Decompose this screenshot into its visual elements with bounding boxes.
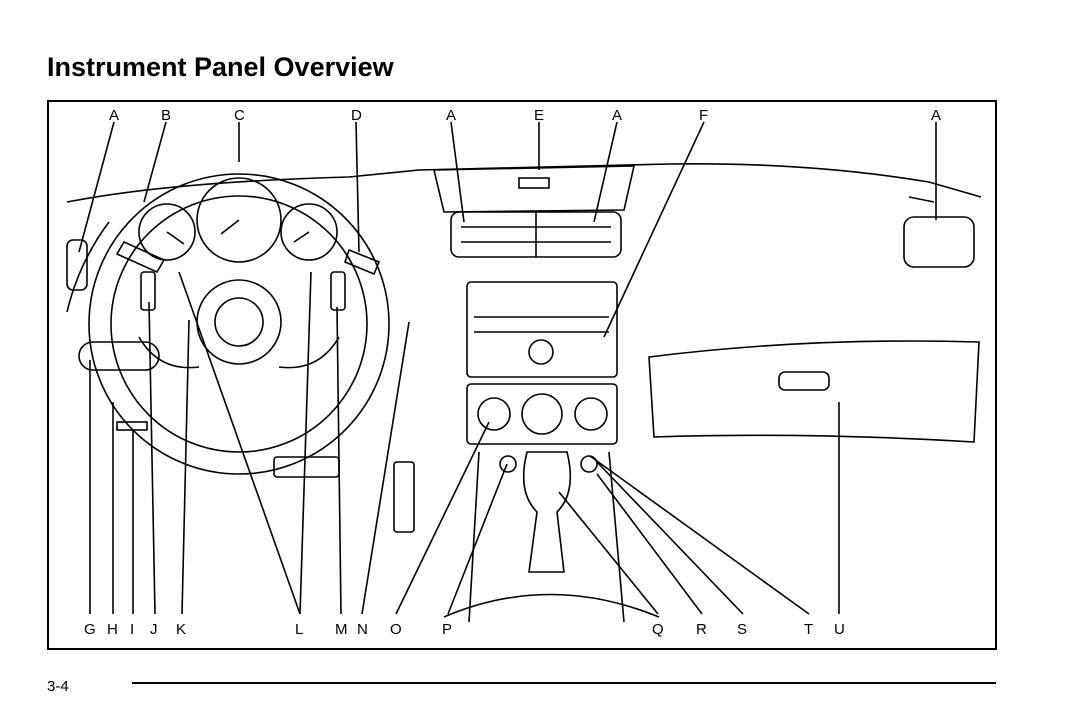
instrument-panel-illustration: A B C D A E A F A G H I J K L M N O P Q … [47,100,997,650]
callout-label: I [130,621,134,638]
turn-signal-stalk [115,240,166,274]
callout-label: F [699,107,708,124]
climate-controls [466,383,618,445]
dashboard-drawing: A B C D A E A F A G H I J K L M N O P Q … [66,107,982,638]
cruise-controls-right [330,271,346,311]
headlamp-switch [78,341,160,371]
callout-label: K [176,621,186,638]
left-seat-heater-button [499,455,517,473]
wiper-stalk [344,248,381,276]
callout-label: P [442,621,452,638]
callout-label: L [295,621,303,638]
callout-label: A [931,107,941,124]
callout-label: J [150,621,158,638]
callout-label: U [834,621,845,638]
callout-label: A [109,107,119,124]
page-number: 3-4 [47,678,69,695]
right-seat-heater-button [580,455,598,473]
radio [466,281,618,378]
callout-label: Q [652,621,664,638]
right-side-vent [903,216,975,268]
speedometer [196,177,282,263]
callout-label: O [390,621,402,638]
hood-release [116,421,148,431]
callout-label: D [351,107,362,124]
callout-label: H [107,621,118,638]
callout-label: T [804,621,813,638]
fuel-gauge [280,203,338,261]
page-title: Instrument Panel Overview [47,52,394,82]
tachometer [138,203,196,261]
steering-hub [196,279,282,365]
accelerator-pedal [393,461,415,533]
left-side-vent [66,239,88,291]
audio-controls-left [140,271,156,311]
callout-label: A [612,107,622,124]
callout-label: N [357,621,368,638]
glove-box [648,340,980,443]
shift-lever [522,451,572,573]
info-display-area [432,165,636,213]
callout-label: M [335,621,348,638]
steering-wheel-outer [88,173,390,475]
center-console [468,451,625,623]
footer-rule [132,682,996,684]
glove-box-handle [778,371,830,391]
callout-label: E [534,107,544,124]
callout-label: R [696,621,707,638]
callout-label: G [84,621,96,638]
callout-label: B [161,107,171,124]
callout-label: S [737,621,747,638]
callout-label: C [234,107,245,124]
callout-label: A [446,107,456,124]
